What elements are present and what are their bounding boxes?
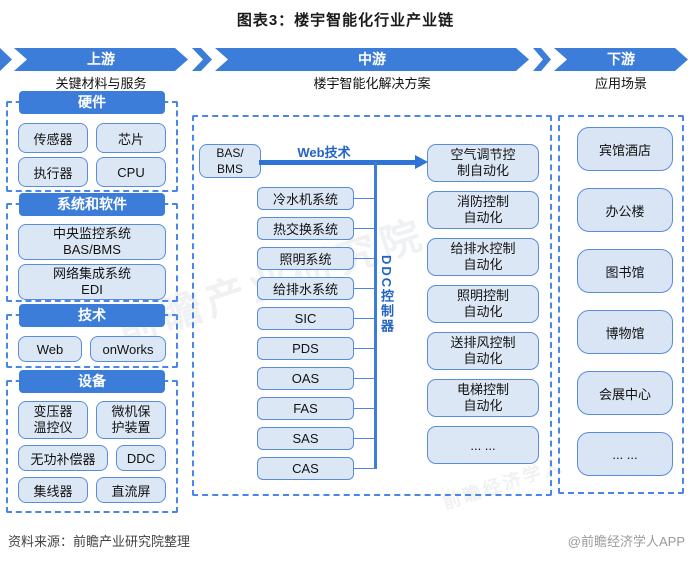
automation-box-elevator-control: 电梯控制 自动化 bbox=[427, 379, 539, 417]
item-cpu: CPU bbox=[96, 157, 166, 187]
scene-box-more: ... ... bbox=[577, 432, 673, 476]
system-box-fas: FAS bbox=[257, 397, 354, 420]
chevron-arrow-icon bbox=[533, 48, 551, 71]
web-technology-label: Web技术 bbox=[297, 145, 351, 160]
system-box-chiller: 冷水机系统 bbox=[257, 187, 354, 210]
ddc-bus-line bbox=[374, 162, 377, 469]
item-ddc: DDC bbox=[116, 445, 166, 471]
automation-box-water-control: 给排水控制 自动化 bbox=[427, 238, 539, 276]
chevron-arrow-icon bbox=[0, 48, 12, 71]
section-header-hardware: 硬件 bbox=[19, 91, 165, 114]
scene-box-library: 图书馆 bbox=[577, 249, 673, 293]
automation-box-lighting-control: 照明控制 自动化 bbox=[427, 285, 539, 323]
credit-note: @前瞻经济学人APP bbox=[567, 534, 685, 549]
item-web: Web bbox=[18, 336, 82, 362]
midstream-container: BAS/ BMS Web技术 DDC控制器 冷水机系统 热交换系统 照明系统 给… bbox=[192, 115, 552, 496]
scene-box-convention-center: 会展中心 bbox=[577, 371, 673, 415]
chevron-arrow-icon bbox=[192, 48, 212, 71]
automation-box-ventilation-control: 送排风控制 自动化 bbox=[427, 332, 539, 370]
section-header-systems-software: 系统和软件 bbox=[19, 193, 165, 216]
item-actuator: 执行器 bbox=[18, 157, 88, 187]
section-equipment: 设备 变压器 温控仪 微机保 护装置 无功补偿器 DDC 集线器 直流屏 bbox=[6, 370, 178, 513]
connector-line bbox=[354, 348, 375, 349]
page-title: 图表3：楼宇智能化行业产业链 bbox=[236, 12, 455, 29]
connector-line bbox=[354, 438, 375, 439]
source-note: 资料来源：前瞻产业研究院整理 bbox=[8, 534, 191, 549]
scene-box-office-building: 办公楼 bbox=[577, 188, 673, 232]
stage-subtitle-downstream: 应用场景 bbox=[594, 76, 647, 91]
connector-line bbox=[354, 288, 375, 289]
item-reactive-power-compensator: 无功补偿器 bbox=[18, 445, 108, 471]
automation-box-fire-control: 消防控制 自动化 bbox=[427, 191, 539, 229]
connector-line bbox=[354, 408, 375, 409]
system-box-sas: SAS bbox=[257, 427, 354, 450]
scene-box-hotel: 宾馆酒店 bbox=[577, 127, 673, 171]
item-dc-panel: 直流屏 bbox=[96, 477, 166, 503]
automation-box-more: ... ... bbox=[427, 426, 539, 464]
connector-line bbox=[354, 198, 375, 199]
system-box-water-supply-drainage: 给排水系统 bbox=[257, 277, 354, 300]
item-onworks: onWorks bbox=[90, 336, 166, 362]
automation-box-air-conditioning: 空气调节控 制自动化 bbox=[427, 144, 539, 182]
section-header-technology: 技术 bbox=[19, 304, 165, 327]
stage-banner-upstream: 上游 bbox=[14, 48, 188, 71]
stage-subtitle-midstream: 楼宇智能化解决方案 bbox=[313, 76, 431, 91]
item-central-monitoring-system: 中央监控系统 BAS/BMS bbox=[18, 224, 166, 260]
stage-banner-downstream: 下游 bbox=[554, 48, 688, 71]
item-chip: 芯片 bbox=[96, 123, 166, 153]
web-arrow-line bbox=[259, 160, 417, 165]
stage-banner-midstream: 中游 bbox=[215, 48, 529, 71]
item-transformer-thermostat: 变压器 温控仪 bbox=[18, 401, 88, 439]
connector-line bbox=[354, 228, 375, 229]
stage-subtitle-upstream: 关键材料与服务 bbox=[55, 76, 147, 91]
item-network-integration-system: 网络集成系统 EDI bbox=[18, 264, 166, 300]
ddc-controller-label: DDC控制器 bbox=[379, 255, 394, 335]
connector-line bbox=[354, 318, 375, 319]
system-box-oas: OAS bbox=[257, 367, 354, 390]
system-box-heat-exchange: 热交换系统 bbox=[257, 217, 354, 240]
item-sensor: 传感器 bbox=[18, 123, 88, 153]
item-microcomputer-protection: 微机保 护装置 bbox=[96, 401, 166, 439]
bas-bms-box: BAS/ BMS bbox=[199, 144, 261, 178]
section-systems-software: 系统和软件 中央监控系统 BAS/BMS 网络集成系统 EDI bbox=[6, 193, 178, 302]
connector-line bbox=[354, 468, 375, 469]
system-box-pds: PDS bbox=[257, 337, 354, 360]
downstream-container: 宾馆酒店 办公楼 图书馆 博物馆 会展中心 ... ... bbox=[558, 115, 684, 494]
scene-box-museum: 博物馆 bbox=[577, 310, 673, 354]
system-box-lighting: 照明系统 bbox=[257, 247, 354, 270]
item-hub: 集线器 bbox=[18, 477, 88, 503]
system-box-cas: CAS bbox=[257, 457, 354, 480]
connector-line bbox=[354, 378, 375, 379]
system-box-sic: SIC bbox=[257, 307, 354, 330]
section-header-equipment: 设备 bbox=[19, 370, 165, 393]
section-hardware: 硬件 传感器 芯片 执行器 CPU bbox=[6, 91, 178, 192]
connector-line bbox=[354, 258, 375, 259]
section-technology: 技术 Web onWorks bbox=[6, 304, 178, 368]
arrowhead-icon bbox=[415, 155, 428, 169]
